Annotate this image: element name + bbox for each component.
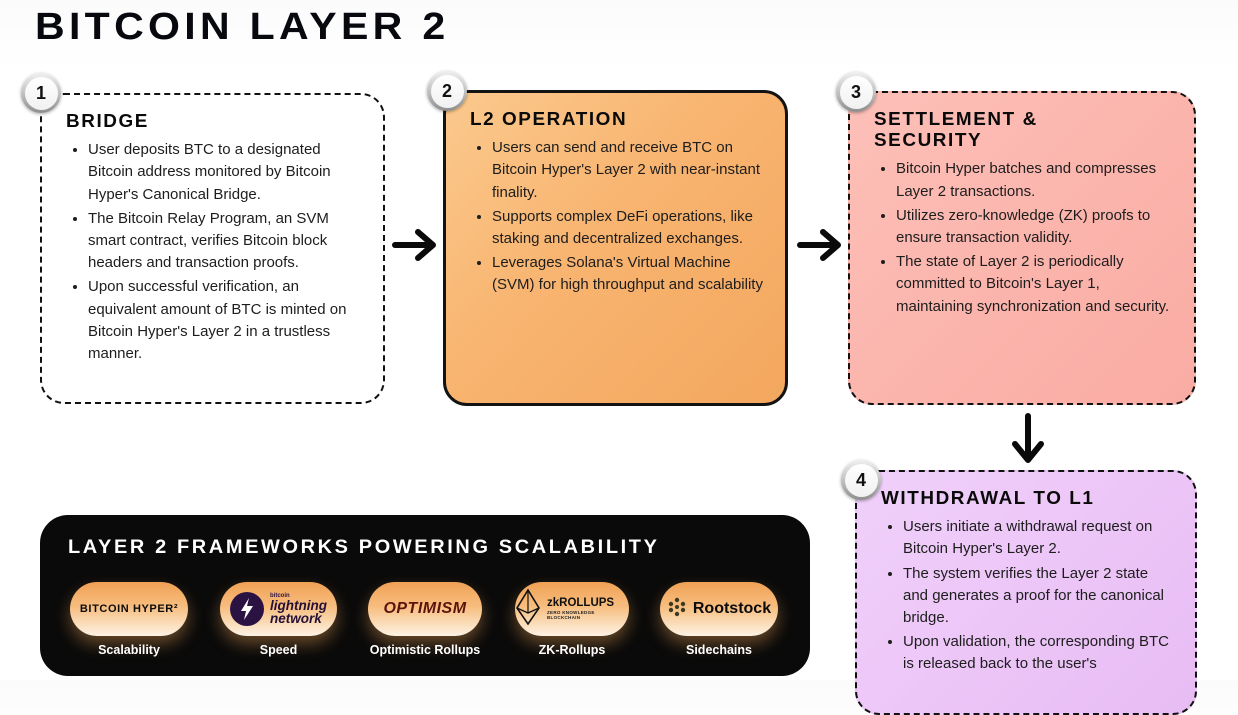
bitcoin-hyper-logo: BITCOIN HYPER²	[79, 603, 179, 615]
arrow-right-icon	[797, 226, 845, 269]
step-box-bridge: BRIDGE User deposits BTC to a designated…	[40, 93, 385, 404]
bullet-item: Utilizes zero-knowledge (ZK) proofs to e…	[896, 205, 1176, 249]
step-title-l2-operation: L2 OPERATION	[470, 109, 628, 129]
step-title-bridge: BRIDGE	[66, 111, 149, 131]
page-title: BITCOIN LAYER 2	[35, 6, 450, 48]
step-number: 2	[430, 74, 464, 108]
step-number-badge: 4	[841, 460, 881, 500]
step-number-badge: 2	[427, 71, 467, 111]
bullet-item: The Bitcoin Relay Program, an SVM smart …	[88, 208, 365, 275]
step-box-settlement-security: SETTLEMENT & SECURITY Bitcoin Hyper batc…	[848, 91, 1196, 405]
arrow-down-icon	[1008, 412, 1048, 473]
lightning-network-logo-line1: lightning	[270, 597, 327, 613]
bullet-item: Upon successful verification, an equival…	[88, 276, 365, 365]
bullet-item: Users initiate a withdrawal request on B…	[903, 516, 1177, 560]
bullet-list: Users initiate a withdrawal request on B…	[881, 516, 1177, 675]
arrow-right-icon	[392, 226, 440, 269]
rootstock-logo: Rootstock	[692, 600, 772, 617]
bullet-item: User deposits BTC to a designated Bitcoi…	[88, 139, 365, 206]
step-number: 4	[844, 463, 878, 497]
framework-pill-optimism: OPTIMISM	[368, 582, 482, 636]
step-number: 3	[839, 75, 873, 109]
framework-label: Sidechains	[686, 643, 752, 657]
framework-label: ZK-Rollups	[538, 643, 606, 657]
bullet-list: Bitcoin Hyper batches and compresses Lay…	[874, 158, 1176, 317]
bullet-list: User deposits BTC to a designated Bitcoi…	[66, 139, 365, 365]
bullet-item: Bitcoin Hyper batches and compresses Lay…	[896, 158, 1176, 202]
zkrollups-logo: zkROLLUPS	[547, 596, 615, 609]
bullet-item: Users can send and receive BTC on Bitcoi…	[492, 137, 767, 204]
framework-label: Scalability	[98, 643, 160, 657]
framework-pill-lightning-network: bitcoin lightning network	[220, 582, 337, 636]
frameworks-panel: LAYER 2 FRAMEWORKS POWERING SCALABILITY …	[40, 515, 810, 676]
bullet-item: The state of Layer 2 is periodically com…	[896, 251, 1176, 318]
bullet-item: Supports complex DeFi operations, like s…	[492, 206, 767, 250]
bullet-item: Leverages Solana's Virtual Machine (SVM)…	[492, 252, 767, 296]
step-box-withdrawal-l1: WITHDRAWAL TO L1 Users initiate a withdr…	[855, 470, 1197, 715]
lightning-network-logo-line2: network	[270, 610, 322, 626]
step-number-badge: 1	[21, 73, 61, 113]
optimism-logo: OPTIMISM	[383, 600, 467, 617]
step-box-l2-operation: L2 OPERATION Users can send and receive …	[443, 90, 788, 406]
step-number: 1	[24, 76, 58, 110]
bullet-item: Upon validation, the corresponding BTC i…	[903, 631, 1177, 675]
framework-label: Speed	[259, 643, 298, 657]
framework-pill-bitcoin-hyper: BITCOIN HYPER²	[70, 582, 188, 636]
bullet-item: The system verifies the Layer 2 state an…	[903, 563, 1177, 630]
rootstock-dots-icon	[667, 597, 687, 622]
frameworks-heading: LAYER 2 FRAMEWORKS POWERING SCALABILITY	[68, 537, 660, 558]
bullet-list: Users can send and receive BTC on Bitcoi…	[470, 137, 767, 296]
framework-label: Optimistic Rollups	[369, 643, 481, 657]
zkrollups-tagline: ZERO KNOWLEDGE BLOCKCHAIN	[547, 610, 595, 620]
ethereum-diamond-icon	[515, 587, 541, 631]
step-title-settlement-security: SETTLEMENT & SECURITY	[874, 109, 1038, 151]
lightning-bolt-icon	[230, 592, 264, 626]
step-title-withdrawal-l1: WITHDRAWAL TO L1	[881, 488, 1095, 508]
step-number-badge: 3	[836, 72, 876, 112]
framework-pill-zkrollups: zkROLLUPS ZERO KNOWLEDGE BLOCKCHAIN	[515, 582, 629, 636]
bitcoin-wordmark: bitcoin	[270, 592, 290, 599]
framework-pill-rootstock: Rootstock	[660, 582, 778, 636]
